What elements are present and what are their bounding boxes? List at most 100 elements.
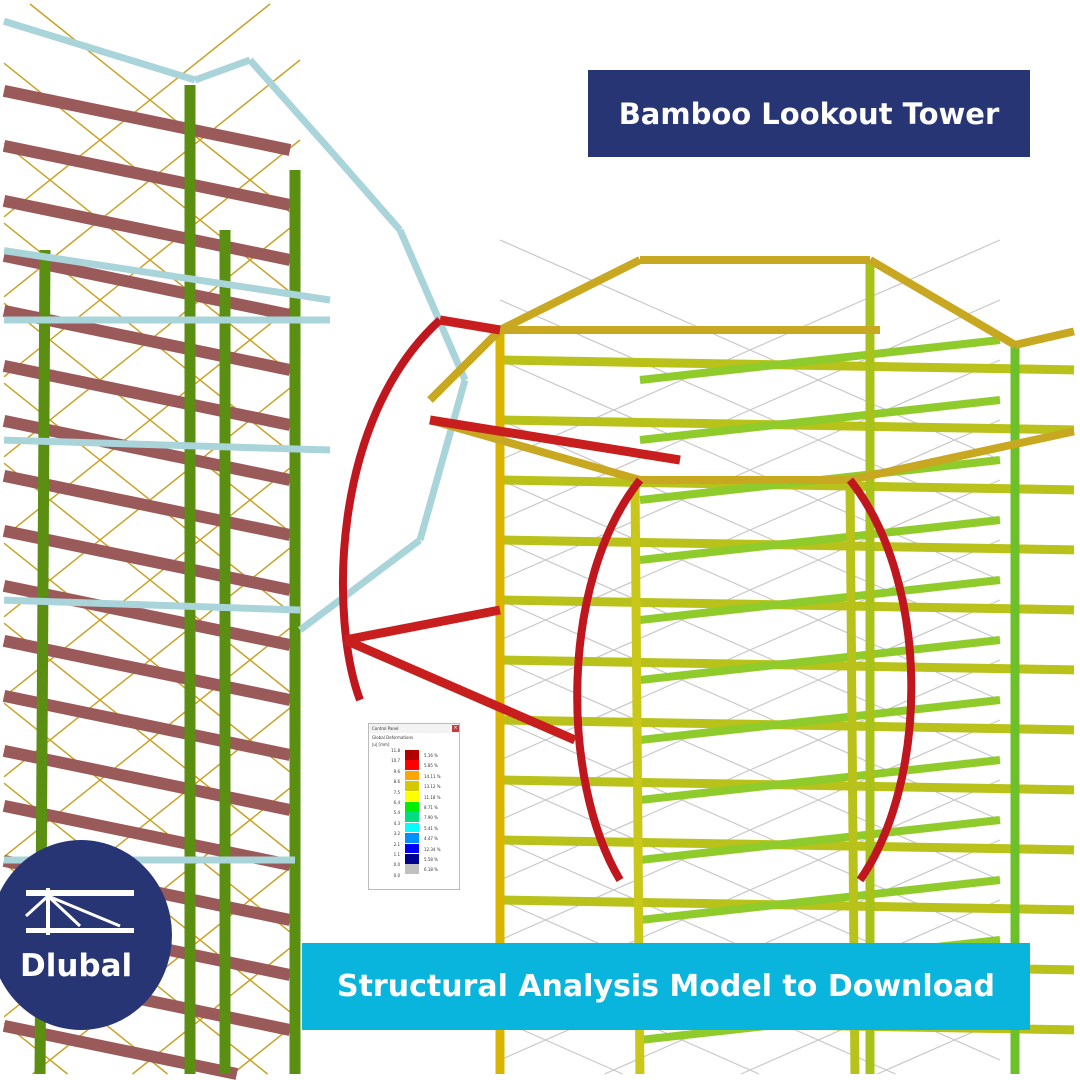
deformed-beam: [429, 415, 681, 465]
stair-beam: [2, 469, 292, 541]
subtitle-banner: Structural Analysis Model to Download: [302, 943, 1030, 1030]
panel-header: Control Panel ×: [369, 724, 459, 733]
legend-percent: 8.71 %: [424, 805, 438, 810]
legend-row: 4.3 5.41 %: [369, 820, 459, 833]
brace: [3, 622, 301, 861]
stair-beam: [639, 396, 1001, 444]
stair-beam: [2, 414, 292, 486]
panel-unit: |u| [mm]: [372, 742, 390, 747]
legend-percent: 11.18 %: [424, 794, 441, 800]
stair-beam: [639, 696, 1001, 744]
legend-row: 9.6 14.11 %: [369, 768, 459, 781]
legend-row: 0.0 6.18 %: [369, 862, 459, 874]
brace: [3, 459, 301, 698]
stair-beam: [639, 756, 1001, 804]
legend-percent: 5.85 %: [424, 763, 438, 769]
ring-beam: [3, 436, 331, 454]
legend-row: 6.4 8.71 %: [369, 800, 459, 812]
legend-percent: 7.90 %: [424, 815, 438, 821]
page-title: Bamboo Lookout Tower: [588, 70, 1030, 157]
legend-value: 1.1: [393, 852, 400, 857]
ring-beam: [1014, 327, 1075, 349]
ring-beam: [396, 228, 469, 382]
legend-row: 0.0: [369, 873, 459, 885]
bridge-logo-icon: [24, 888, 134, 935]
legend-value: 6.4: [393, 800, 400, 805]
arch-member: [338, 317, 916, 883]
legend-percent: 4.47 %: [424, 836, 438, 842]
stair-beam: [639, 516, 1001, 564]
dlubal-logo: Dlubal: [0, 840, 172, 1030]
legend-swatch: [405, 770, 419, 781]
close-icon[interactable]: ×: [452, 725, 459, 732]
stair-beam: [2, 799, 292, 871]
ring-beam: [193, 56, 252, 84]
brace: [3, 299, 301, 538]
legend-row: 10.7 5.85 %: [369, 758, 459, 770]
stair-beam: [639, 576, 1001, 624]
legend-value: 4.3: [393, 820, 400, 826]
legend-row: 2.1 12.34 %: [369, 841, 459, 854]
brace: [3, 302, 301, 541]
stair-beam: [2, 634, 292, 706]
ring-beam: [297, 537, 423, 633]
ring-beam: [867, 256, 1018, 349]
legend-value: 10.7: [391, 758, 400, 764]
legend-row: 5.4 7.90 %: [369, 810, 459, 822]
stair-beam: [2, 744, 292, 816]
panel-title: Control Panel: [372, 726, 399, 731]
brace: [3, 142, 301, 381]
legend-value: 0.0: [393, 862, 400, 868]
stair-beam: [2, 524, 292, 596]
legend-value: 8.6: [393, 779, 400, 785]
legend-swatch: [405, 822, 419, 833]
legend-swatch: [405, 812, 419, 822]
stair-beam: [2, 359, 292, 431]
brace: [3, 3, 271, 218]
legend-percent: 5.16 %: [424, 753, 438, 758]
ring-beam: [498, 256, 642, 334]
deformed-beam: [343, 635, 577, 745]
legend-percent: 14.11 %: [424, 773, 441, 779]
brace: [132, 939, 301, 1075]
legend-value: 11.8: [391, 748, 400, 753]
stair-beam: [2, 689, 292, 761]
control-panel: Control Panel × Global Deformations |u| …: [368, 723, 460, 890]
logo-text: Dlubal: [20, 948, 133, 984]
legend-value: 2.1: [393, 841, 400, 847]
legend-percent: 12.34 %: [424, 846, 441, 852]
ring-beam: [247, 57, 333, 153]
brace: [3, 462, 301, 701]
legend-swatch: [405, 833, 419, 843]
brace: [29, 3, 301, 221]
stair-beam: [2, 139, 292, 211]
stair-beam: [639, 876, 1001, 924]
stair-beam: [2, 249, 292, 321]
ring-beam: [849, 427, 1075, 484]
ring-beam: [416, 379, 469, 541]
ring-beam: [327, 147, 403, 233]
legend-swatch: [405, 802, 419, 812]
ring-beam: [427, 327, 503, 403]
deformed-beam: [344, 605, 501, 645]
stair-beam: [639, 636, 1001, 684]
brace: [3, 702, 301, 941]
legend-value: 7.5: [393, 789, 400, 795]
panel-heading: Global Deformations: [372, 735, 414, 740]
deformed-beam: [439, 315, 501, 335]
legend-percent: 5.41 %: [424, 825, 438, 831]
legend-row: 7.5 11.18 %: [369, 789, 459, 802]
ring-beam: [2, 17, 197, 84]
legend-percent: 6.18 %: [424, 867, 438, 873]
stair-beam: [2, 579, 292, 651]
legend-swatch: [405, 843, 419, 854]
legend-value: 9.6: [393, 768, 400, 774]
legend-swatch: [405, 781, 419, 791]
legend-swatch: [405, 854, 419, 864]
stair-beam: [2, 194, 292, 266]
legend-value: 5.4: [393, 810, 400, 816]
